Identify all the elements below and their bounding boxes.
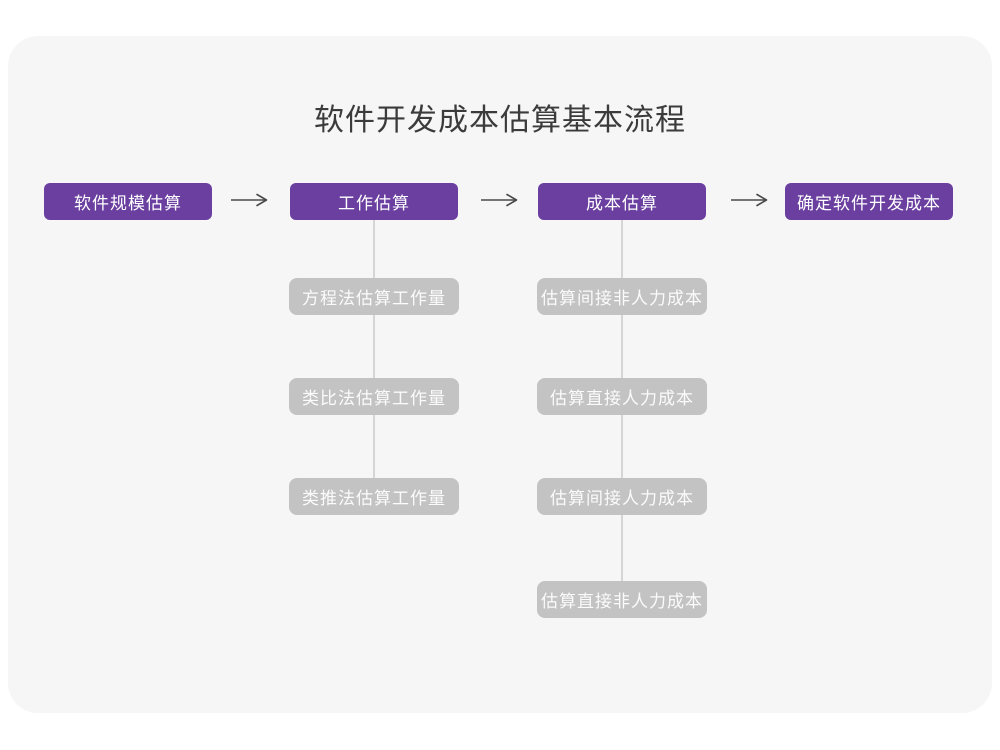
arrow-right-icon [231, 193, 268, 207]
flow-step-work-estimation: 工作估算 [290, 183, 458, 220]
work-method-node: 方程法估算工作量 [289, 278, 459, 315]
cost-item-node: 估算直接非人力成本 [537, 581, 707, 618]
cost-item-node: 估算间接人力成本 [537, 478, 707, 515]
flow-step-software-scale-estimation: 软件规模估算 [44, 183, 212, 220]
work-method-node: 类比法估算工作量 [289, 378, 459, 415]
arrow-right-icon [481, 193, 518, 207]
arrow-right-icon [731, 193, 768, 207]
connector-line-work [373, 220, 375, 498]
flow-step-cost-estimation: 成本估算 [538, 183, 706, 220]
flow-step-determine-development-cost: 确定软件开发成本 [785, 183, 953, 220]
diagram-card [8, 36, 992, 713]
cost-item-node: 估算间接非人力成本 [537, 278, 707, 315]
work-method-node: 类推法估算工作量 [289, 478, 459, 515]
cost-item-node: 估算直接人力成本 [537, 378, 707, 415]
diagram-title: 软件开发成本估算基本流程 [314, 104, 686, 137]
